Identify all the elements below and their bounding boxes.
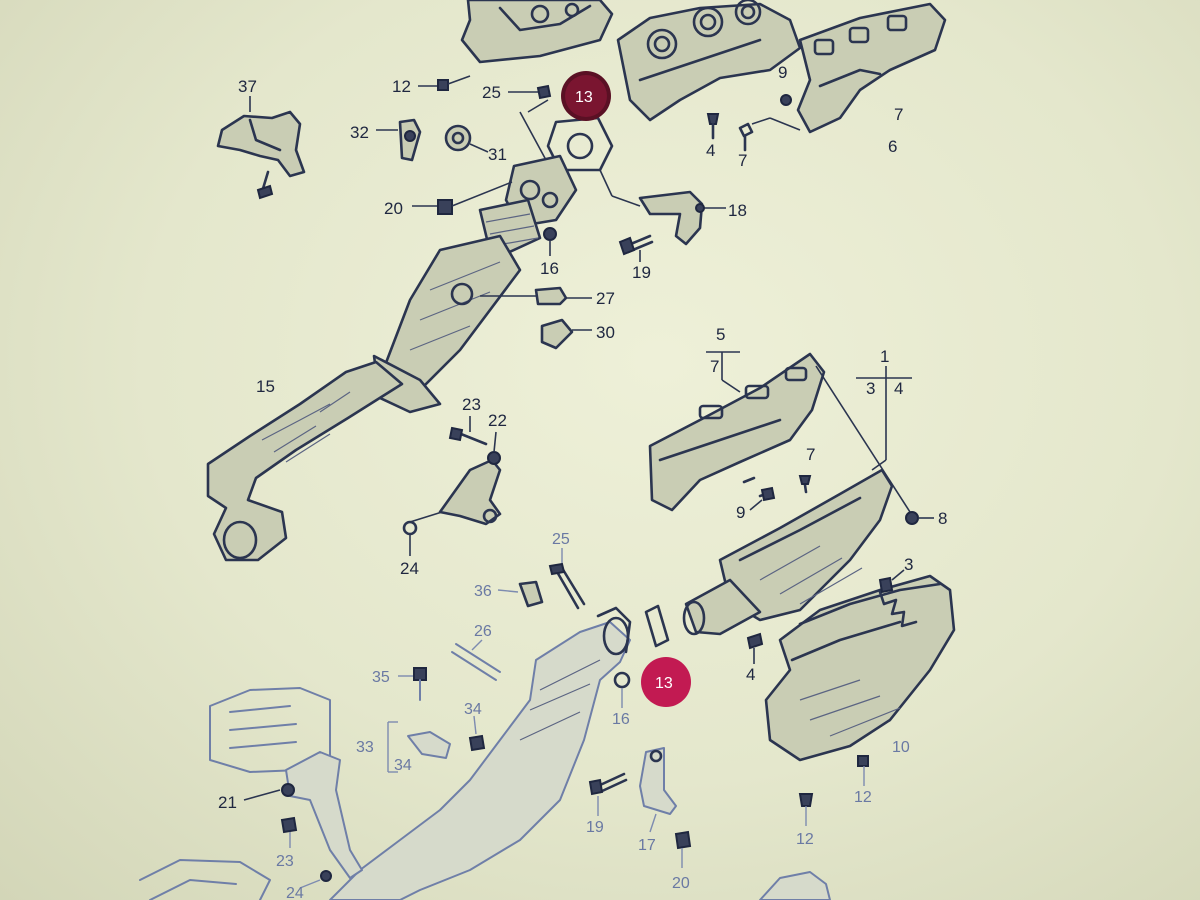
intermediate-pipe-15 [206,360,404,562]
label-part-3b: 3 [904,555,913,574]
label-part-24b: 24 [286,885,304,900]
label-part-9b: 9 [736,503,745,522]
label-part-9: 9 [778,63,787,82]
label-part-16b: 16 [612,711,630,728]
label-part-23b: 23 [276,853,294,870]
label-part-20: 20 [384,199,403,218]
exhaust-manifold-top [460,0,614,64]
label-part-31: 31 [488,145,507,164]
bracket-22 [438,431,502,526]
clip-32 [376,118,422,162]
callout-13-mid-text: 13 [655,675,673,692]
bracket-21 [243,751,363,879]
label-part-7c: 7 [710,357,719,376]
exhaust-manifold-right [616,0,802,122]
bracket-17 [639,747,677,833]
label-part-35: 35 [372,669,390,686]
label-part-34: 34 [464,701,482,718]
bolt-23-mid [448,416,488,446]
lower-left-pipe-faint [139,859,271,900]
front-pipe-catalytic-converter [372,116,614,414]
label-part-37: 37 [238,77,257,96]
label-part-25: 25 [482,83,501,102]
bolt-4-top [706,113,720,140]
clip-33-34 [387,715,486,773]
nut-9-top [780,94,792,106]
nut-16-top [543,227,557,256]
leaders-top-center [412,84,641,215]
label-part-19: 19 [632,263,651,282]
label-bracket-1-3-4 [856,366,912,471]
bolt-4-mid [746,632,764,664]
label-part-3: 3 [866,379,875,398]
label-part-22: 22 [488,411,507,430]
front-pipe-lower [329,606,632,900]
label-part-6: 6 [888,137,897,156]
nut-16-lower [613,671,631,708]
label-bracket-5-7 [706,351,741,393]
bolt-35 [398,667,427,701]
clip-30 [540,318,592,350]
label-part-34b: 34 [394,757,412,774]
bracket-18 [638,190,726,246]
nuts-12-lower [798,755,869,826]
studs-7-9-8 [742,475,934,525]
label-part-32: 32 [350,123,369,142]
nut-36 [497,580,544,608]
label-part-18: 18 [728,201,747,220]
heat-shield-top-right [796,2,947,134]
label-part-27: 27 [596,289,615,308]
label-part-12b: 12 [854,789,872,806]
label-part-23: 23 [462,395,481,414]
label-part-24: 24 [400,559,419,578]
label-part-5: 5 [716,325,725,344]
label-part-10: 10 [892,739,910,756]
nut-24-mid [402,511,443,556]
bottom-right-part [759,871,831,900]
label-part-1: 1 [880,347,889,366]
label-part-7: 7 [894,105,903,124]
label-part-7b: 7 [738,151,747,170]
label-part-30: 30 [596,323,615,342]
bolt-20-lower [674,830,692,868]
bolt-19-top [618,234,654,262]
bolt-3-right [878,569,905,594]
label-part-12c: 12 [796,831,814,848]
bolt-19-lower [588,772,628,816]
label-part-33: 33 [356,739,374,756]
nut-31 [444,124,489,153]
bracket-37 [216,96,306,200]
callout-13-top: 13 [561,71,611,121]
label-part-4b: 4 [894,379,903,398]
bolt-23-lower [280,816,298,848]
label-part-12: 12 [392,77,411,96]
label-part-8: 8 [938,509,947,528]
label-part-4: 4 [706,141,715,160]
label-part-25b: 25 [552,531,570,548]
label-part-20b: 20 [672,875,690,892]
label-part-19b: 19 [586,819,604,836]
clamp-13 [644,604,670,648]
label-part-16: 16 [540,259,559,278]
part-number-labels: 37 12 25 9 7 6 32 31 4 7 20 18 16 19 27 … [218,63,947,900]
label-part-7d: 7 [806,445,815,464]
callout-13-mid: 13 [641,657,691,707]
sensor-27 [480,286,592,306]
label-part-17: 17 [638,837,656,854]
label-part-36: 36 [474,583,492,600]
bolt-25-lower [548,548,586,610]
label-part-21: 21 [218,793,237,812]
nut-24-lower [299,870,332,889]
heat-shield-5 [648,352,911,513]
label-part-26: 26 [474,623,492,640]
bolt-7-top [738,117,801,152]
bolt-26 [451,639,501,681]
exhaust-manifold-1 [682,468,894,636]
callout-13-top-text: 13 [575,89,593,106]
label-part-15: 15 [256,377,275,396]
label-part-4c: 4 [746,665,755,684]
stud-12-top [418,75,471,91]
